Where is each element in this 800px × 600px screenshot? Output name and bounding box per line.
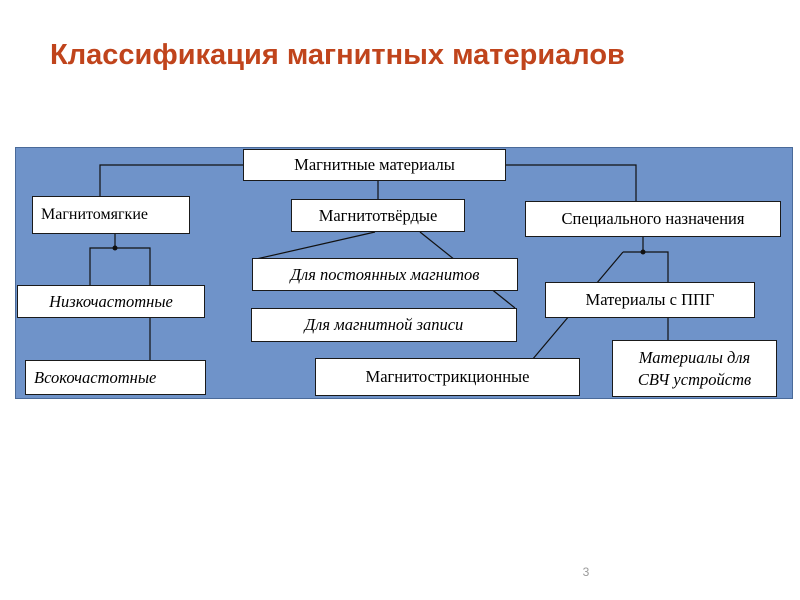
node-magnetic-materials: Магнитные материалы: [243, 149, 506, 181]
node-magnetostrictive: Магнитострикционные: [315, 358, 580, 396]
node-magnetic-recording: Для магнитной записи: [251, 308, 517, 342]
node-ppg-materials: Материалы с ППГ: [545, 282, 755, 318]
node-high-frequency: Всокочастотные: [25, 360, 206, 395]
node-microwave-line1: Материалы для: [638, 347, 751, 367]
node-permanent-magnets: Для постоянных магнитов: [252, 258, 518, 291]
node-special-purpose: Специального назначения: [525, 201, 781, 237]
node-soft-magnetic: Магнитомягкие: [32, 196, 190, 234]
node-microwave-line2: СВЧ устройств: [637, 369, 752, 389]
slide-title: Классификация магнитных материалов: [50, 39, 625, 71]
node-low-frequency: Низкочастотные: [17, 285, 205, 318]
page-number: 3: [582, 565, 590, 579]
node-hard-magnetic: Магнитотвёрдые: [291, 199, 465, 232]
node-microwave-materials: Материалы для СВЧ устройств: [612, 340, 777, 397]
